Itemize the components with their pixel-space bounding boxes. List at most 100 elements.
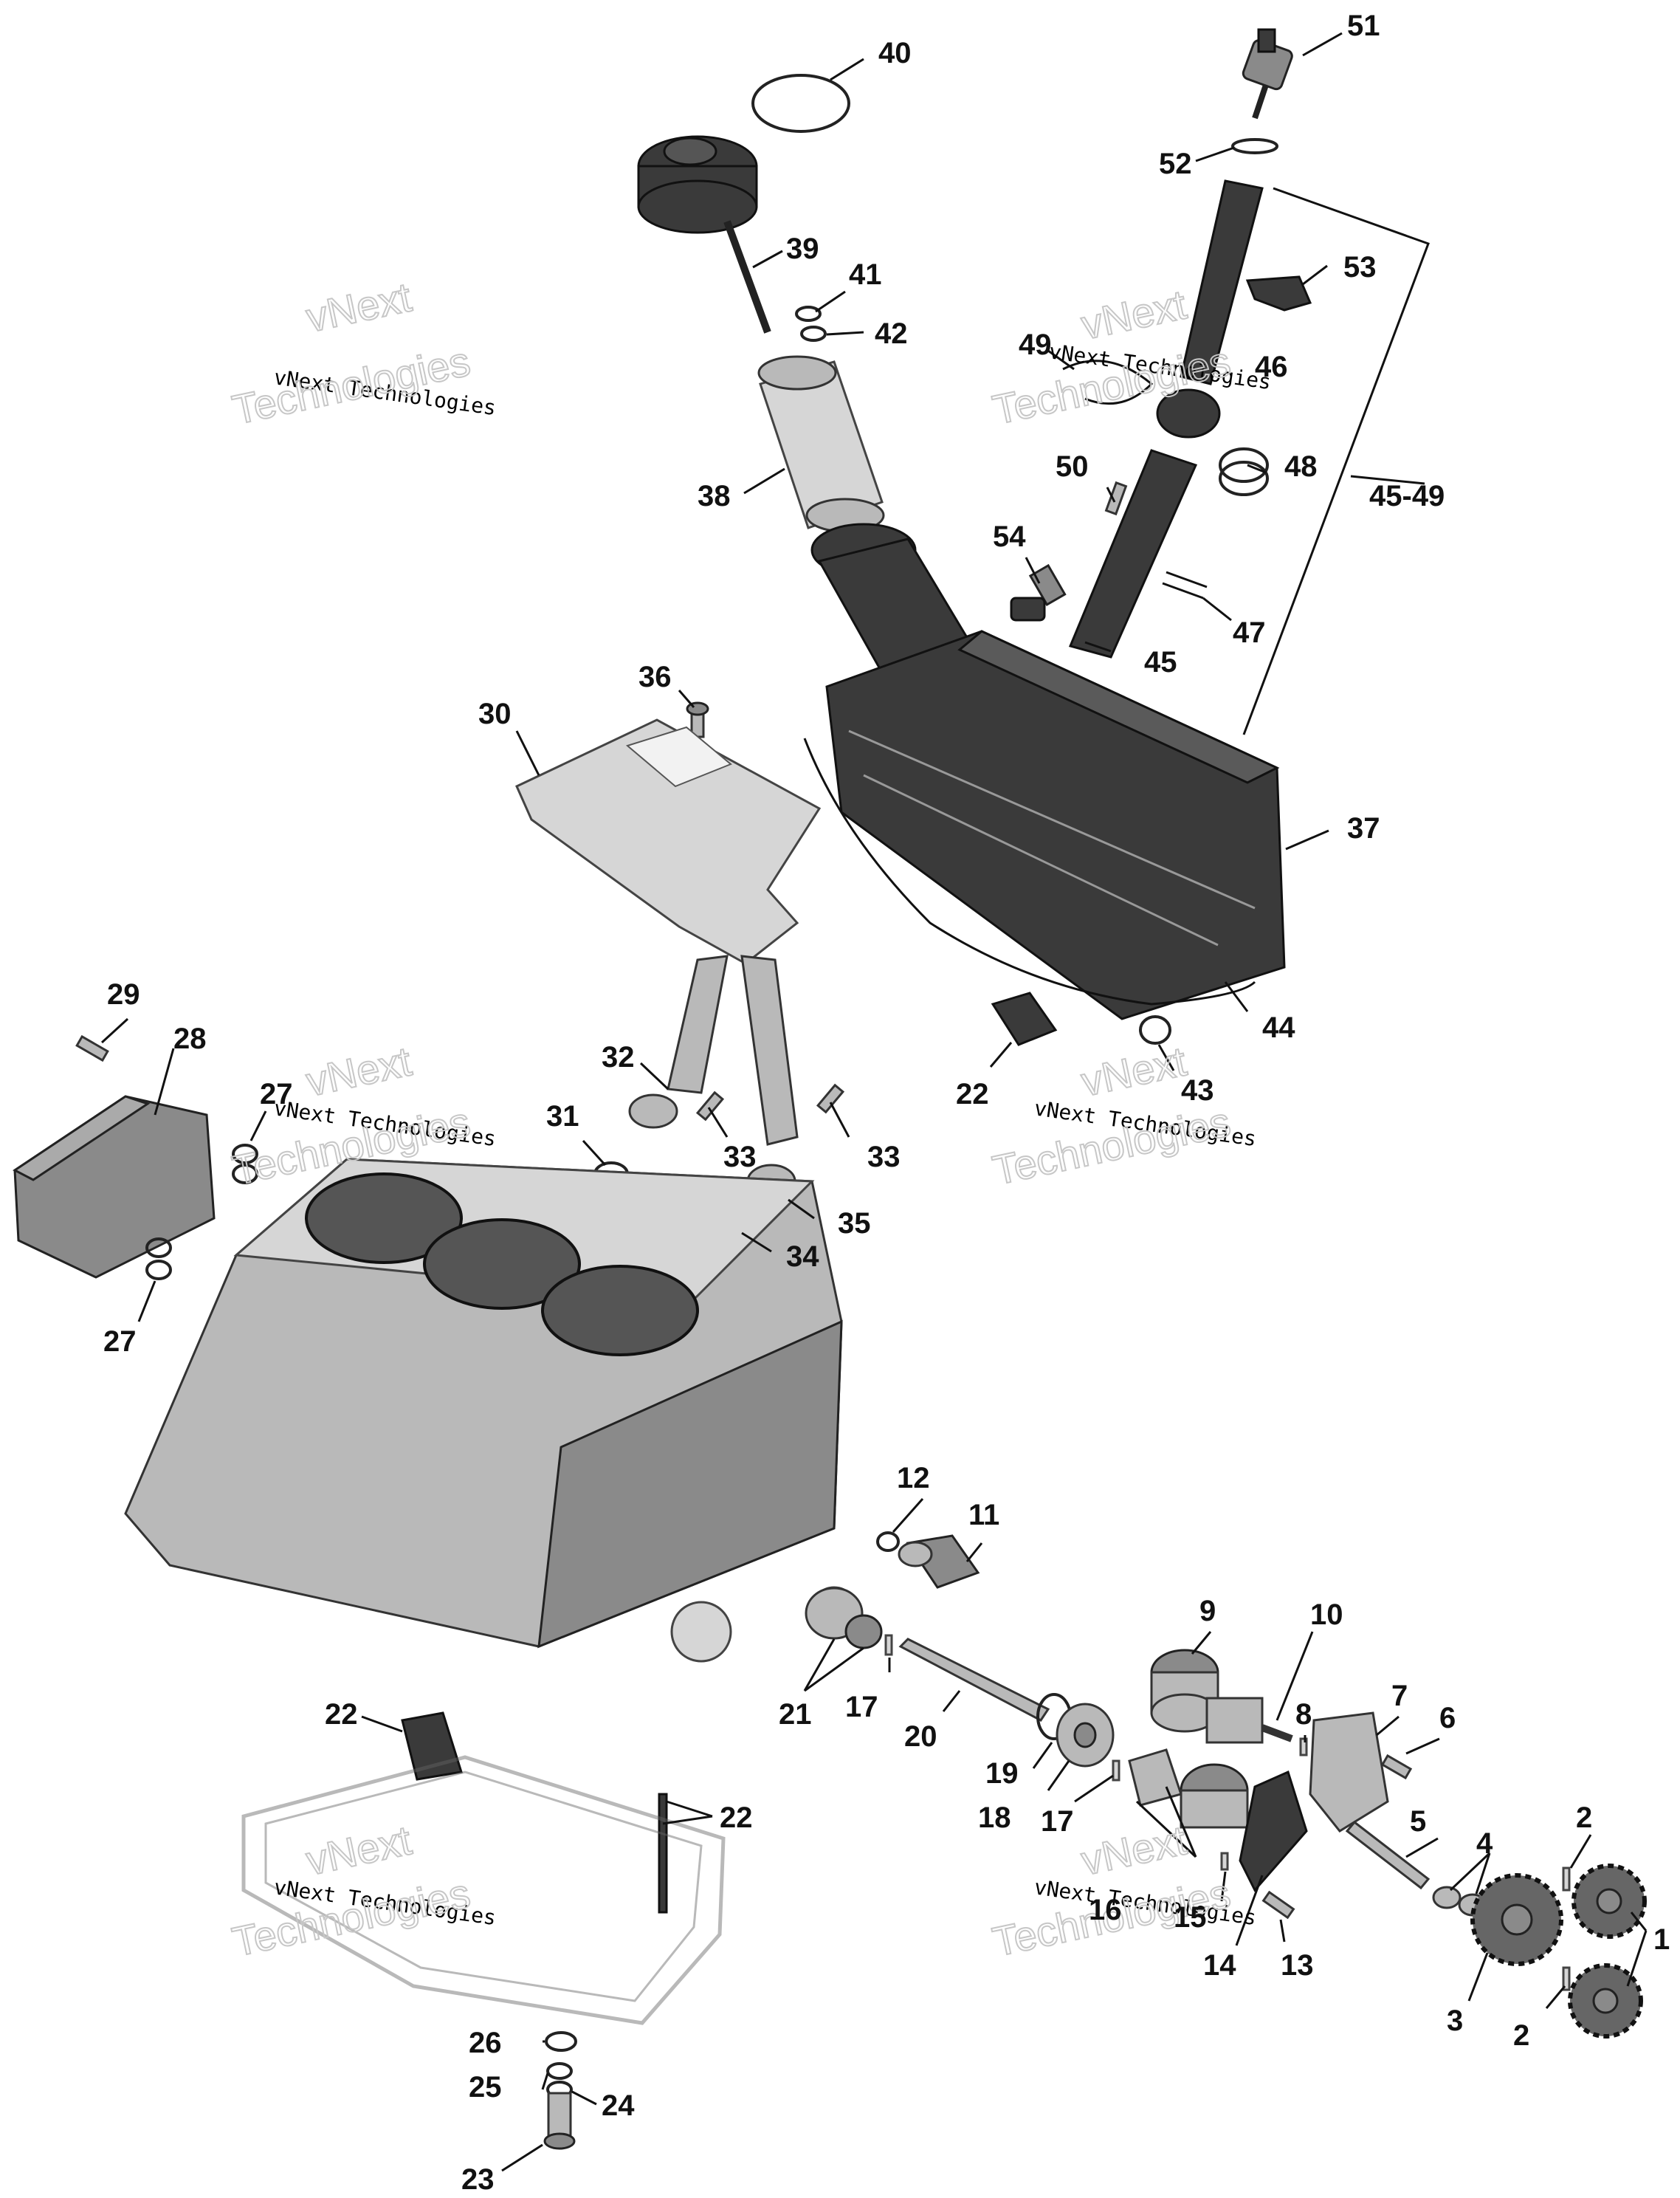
bracket-45-49	[1242, 187, 1430, 735]
callout-36: 36	[638, 661, 672, 693]
callout-22c: 22	[720, 1802, 753, 1834]
part-49-clamp	[1062, 360, 1154, 405]
part-21-bushings	[805, 1587, 883, 1649]
watermark-mid-right: vNext vNext Technologies Technologies	[988, 1037, 1258, 1194]
callout-19: 19	[985, 1757, 1019, 1790]
callout-45: 45	[1144, 646, 1177, 679]
callout-54: 54	[993, 521, 1026, 553]
watermark-top-left: vNext vNext Technologies Technologies	[227, 272, 498, 433]
callout-30: 30	[478, 698, 512, 730]
callout-20: 20	[904, 1720, 937, 1753]
part-8-pin	[1299, 1737, 1308, 1756]
part-27-oring-b	[232, 1164, 258, 1184]
callout-53: 53	[1343, 251, 1377, 284]
svg-text:vNext: vNext	[302, 1816, 416, 1883]
part-22-strip	[658, 1793, 668, 1914]
callout-38: 38	[698, 480, 731, 512]
part-33-bolt-a	[695, 1091, 725, 1122]
part-53-clip	[1245, 275, 1312, 312]
callout-14: 14	[1203, 1949, 1236, 1982]
callout-50: 50	[1056, 450, 1089, 483]
part-6-bolt	[1380, 1754, 1413, 1780]
callout-18: 18	[978, 1802, 1011, 1834]
part-54-sensor	[1010, 563, 1067, 622]
callout-2a: 2	[1576, 1802, 1592, 1834]
part-2-pin-b	[1562, 1966, 1571, 1991]
part-48-oring-b	[1219, 461, 1269, 496]
leader-lines	[100, 32, 1648, 2172]
part-13-bolt	[1261, 1890, 1295, 1920]
svg-text:vNext: vNext	[302, 1037, 416, 1105]
callout-46: 46	[1255, 351, 1288, 383]
callout-10: 10	[1310, 1598, 1343, 1631]
callout-5: 5	[1410, 1805, 1426, 1838]
part-5-shaft	[1345, 1820, 1431, 1890]
part-7-pump-cover	[1309, 1711, 1389, 1833]
part-9-pump-housing	[1150, 1649, 1219, 1733]
callout-22a: 22	[956, 1078, 989, 1110]
part-filter-housing	[810, 523, 977, 681]
callout-40: 40	[878, 37, 912, 69]
callout-25: 25	[469, 2071, 502, 2103]
callout-labels: 1 2 2 3 4 5 6 7 8 9 10 11 12 13 14 15 16…	[103, 10, 1670, 2196]
part-41-oring	[795, 306, 822, 322]
callout-27a: 27	[260, 1078, 293, 1110]
part-48-oring-a	[1219, 447, 1269, 483]
callout-17b: 17	[1041, 1805, 1074, 1838]
part-18-pump-rotor	[1056, 1703, 1115, 1768]
part-33-bolt-b	[816, 1083, 845, 1114]
part-23-drain-plug	[543, 2092, 576, 2150]
part-crankcase	[124, 1158, 858, 1663]
callout-33b: 33	[867, 1141, 901, 1173]
callout-13: 13	[1281, 1949, 1314, 1982]
callout-33a: 33	[723, 1141, 757, 1173]
callout-22b: 22	[325, 1698, 358, 1731]
part-17-pin-b	[1112, 1759, 1120, 1782]
callout-2b: 2	[1513, 2019, 1529, 2052]
part-12-oring	[876, 1531, 900, 1552]
svg-text:vNext: vNext	[1077, 1816, 1191, 1883]
part-2-pin-a	[1562, 1866, 1571, 1892]
callout-42: 42	[875, 317, 908, 350]
part-16-pump-rotor	[1128, 1748, 1182, 1807]
svg-text:vNext: vNext	[1077, 281, 1191, 348]
callout-29: 29	[107, 978, 140, 1011]
part-3-gear	[1470, 1873, 1563, 1966]
callout-6: 6	[1439, 1702, 1456, 1734]
part-25-oring	[546, 2062, 573, 2080]
svg-text:Technologies: Technologies	[228, 337, 474, 433]
part-52-washer	[1231, 138, 1278, 154]
callout-47: 47	[1233, 617, 1266, 649]
watermark-bottom-right: vNext vNext Technologies Technologies	[988, 1816, 1258, 1965]
part-26-oring	[545, 2031, 577, 2052]
callout-8: 8	[1295, 1698, 1312, 1731]
callout-45-49: 45-49	[1369, 480, 1445, 512]
callout-37: 37	[1347, 812, 1380, 845]
part-40-oring	[751, 74, 850, 133]
part-20-shaft	[898, 1638, 1050, 1722]
callout-27b: 27	[103, 1325, 137, 1358]
callout-3: 3	[1447, 2005, 1463, 2037]
part-43-oring	[1139, 1015, 1171, 1045]
part-22-screen-upper	[991, 992, 1058, 1046]
part-44-gasket	[803, 738, 1256, 1006]
callout-43: 43	[1181, 1074, 1214, 1107]
callout-49: 49	[1019, 329, 1052, 361]
part-15-pin	[1220, 1852, 1229, 1871]
part-47-pin-a	[1166, 571, 1208, 588]
part-22-screen-lower	[401, 1711, 463, 1781]
callout-4: 4	[1476, 1827, 1493, 1860]
part-oil-filter-cap	[637, 135, 758, 234]
part-51-dipstick-handle	[1242, 28, 1293, 120]
callout-41: 41	[849, 258, 882, 291]
callout-1: 1	[1653, 1923, 1670, 1956]
part-38-oil-filter	[757, 355, 885, 533]
part-27-oring-c	[145, 1237, 172, 1258]
callout-32: 32	[602, 1041, 635, 1074]
part-28-oil-cooler	[13, 1095, 216, 1279]
svg-text:vNext: vNext	[1077, 1037, 1191, 1105]
part-36-bolt	[686, 701, 709, 738]
callout-23: 23	[461, 2163, 495, 2194]
